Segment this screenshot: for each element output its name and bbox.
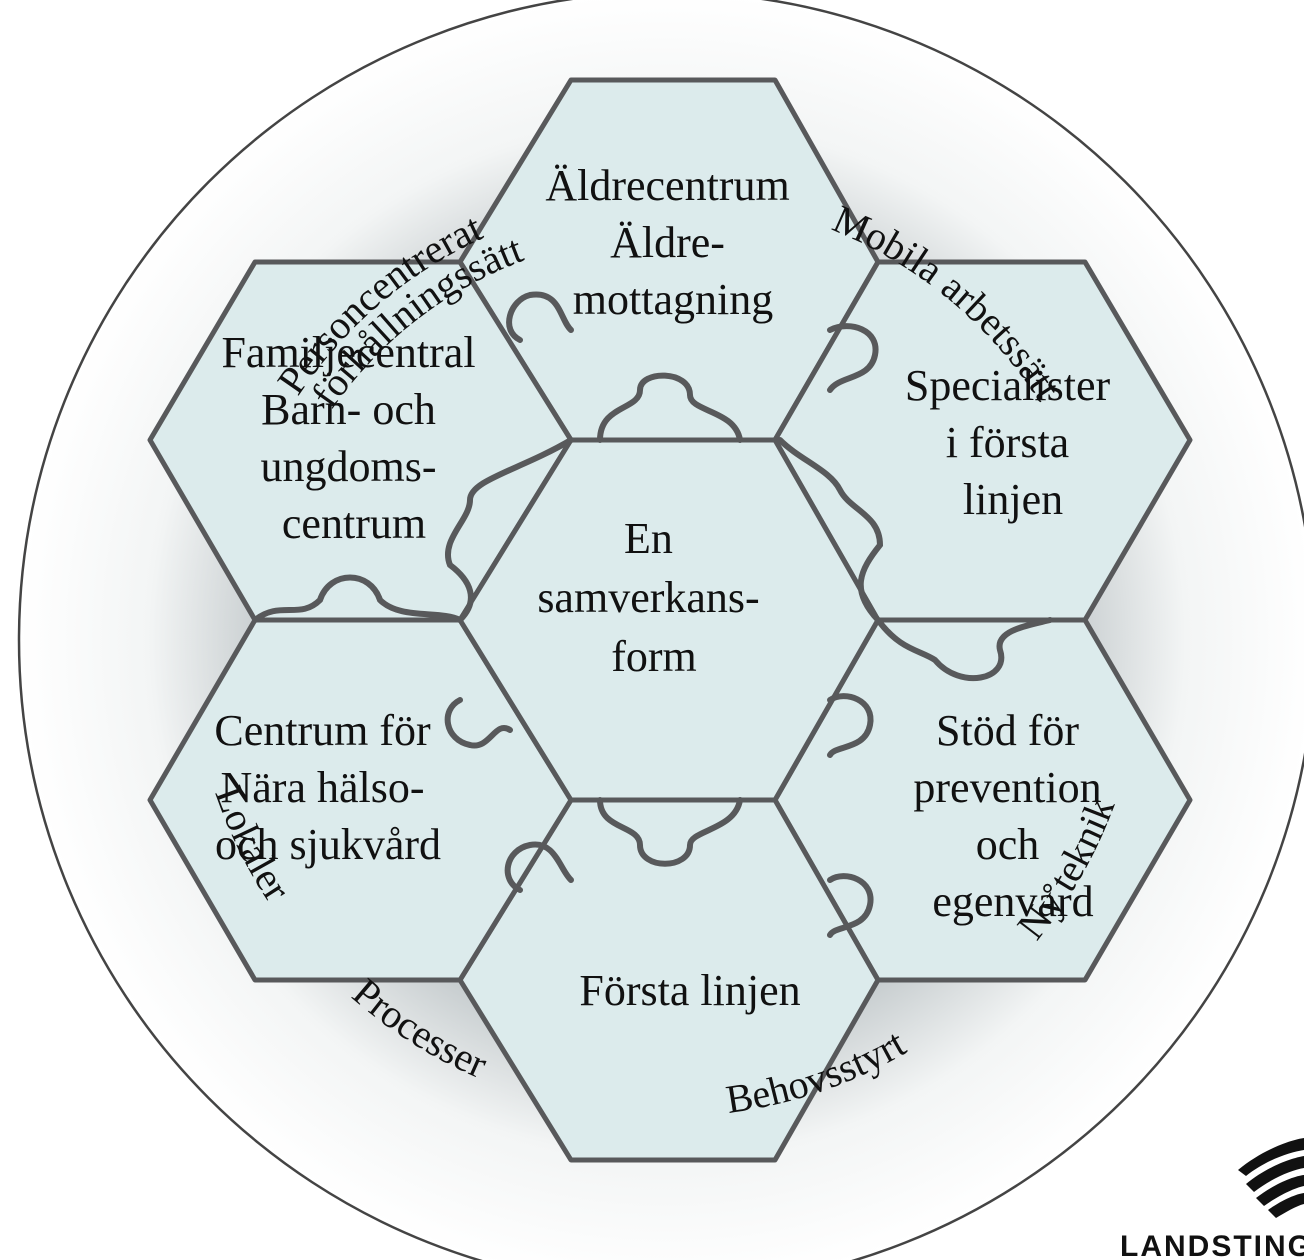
puzzle-connector — [444, 697, 513, 749]
hex-label-stod: Stöd för prevention och egenvård — [913, 706, 1112, 926]
hex-label-line: Centrum för — [214, 706, 431, 755]
hexagon-layer — [147, 77, 1193, 1163]
hex-label-familjecentral: Familjecentral Barn- och ungdoms- centru… — [221, 328, 486, 548]
hex-label-line: och — [976, 820, 1040, 869]
hex-label-line: Första linjen — [579, 966, 800, 1015]
center-label: En samverkans- form — [537, 514, 770, 681]
hex-label-line: ungdoms- — [261, 442, 437, 491]
hex-label-line: i första — [946, 418, 1069, 467]
hex-label-line: Nära hälso- — [220, 763, 424, 812]
hex-label-line: linjen — [963, 475, 1063, 524]
puzzle-connector — [506, 291, 574, 343]
puzzle-connector — [777, 437, 884, 623]
hex-label-centrum: Centrum för Nära hälso- och sjukvård — [214, 706, 441, 869]
hex-label-line: egenvård — [932, 877, 1093, 926]
puzzle-connector — [445, 437, 574, 623]
hex-label-line: mottagning — [573, 275, 773, 324]
hex-label-aldrecentrum: Äldrecentrum Äldre- mottagning — [545, 161, 800, 324]
logo-text: LANDSTING — [1120, 1230, 1304, 1260]
hex-label-line: Barn- och — [261, 385, 436, 434]
puzzle-connector — [827, 693, 874, 758]
hex-label-line: centrum — [282, 499, 426, 548]
center-line: En — [624, 514, 673, 563]
hex-label-line: Stöd för — [936, 706, 1079, 755]
puzzle-connector — [827, 873, 874, 938]
hex-label-specialister: Specialister i första linjen — [905, 361, 1121, 524]
hex-label-forsta-linjen: Första linjen — [579, 966, 800, 1015]
hex-label-line: Specialister — [905, 361, 1111, 410]
center-line: form — [611, 632, 697, 681]
puzzle-connector — [597, 372, 743, 443]
puzzle-connector — [827, 323, 879, 393]
hex-label-line: prevention — [913, 763, 1101, 812]
hex-label-line: och sjukvård — [215, 820, 441, 869]
landsting-logo-icon — [1238, 1138, 1304, 1218]
center-line: samverkans- — [537, 573, 759, 622]
hex-label-line: Äldre- — [610, 218, 725, 267]
puzzle-connector — [597, 797, 743, 867]
hex-label-line: Äldrecentrum — [545, 161, 789, 210]
puzzle-connector — [875, 617, 1053, 682]
puzzle-connector — [504, 841, 574, 893]
hex-label-line: Familjecentral — [221, 328, 475, 377]
puzzle-connector — [252, 574, 463, 623]
